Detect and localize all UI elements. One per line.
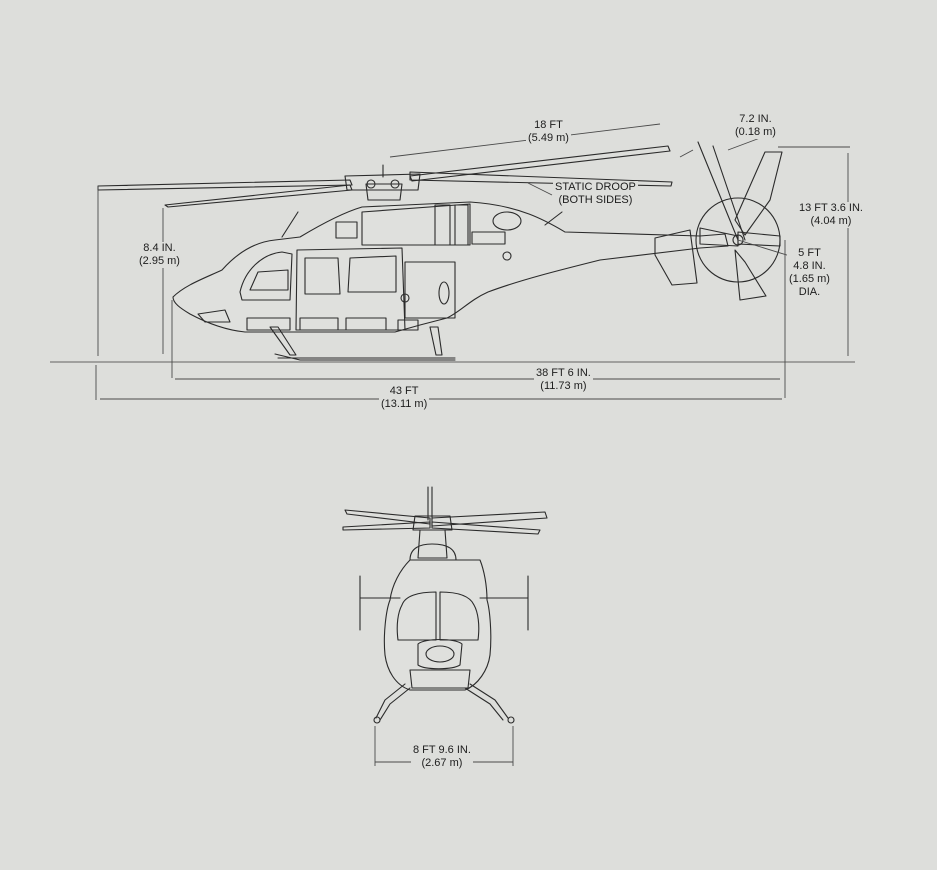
front-skids <box>373 683 515 724</box>
tail-assembly <box>654 141 783 301</box>
overall-height-label: 13 FT 3.6 IN. (4.04 m) <box>797 202 865 228</box>
main-rotor <box>97 145 673 208</box>
front-fuselage <box>383 559 492 691</box>
fuselage-length-label: 38 FT 6 IN. (11.73 m) <box>534 367 593 393</box>
overall-length-label: 43 FT (13.11 m) <box>379 385 430 411</box>
front-rotor <box>342 509 548 535</box>
rotor-span-label: 18 FT (5.49 m) <box>526 119 571 145</box>
tail-clearance-label: 7.2 IN. (0.18 m) <box>733 113 778 139</box>
front-view <box>342 486 548 766</box>
skid-width-label: 8 FT 9.6 IN. (2.67 m) <box>411 744 473 770</box>
landing-skids <box>269 326 456 361</box>
tail-rotor-dia-label: 5 FT 4.8 IN. (1.65 m) DIA. <box>787 247 832 299</box>
fuselage <box>172 201 729 333</box>
side-dimensions <box>95 123 850 400</box>
ground-clearance-label: 8.4 IN. (2.95 m) <box>137 242 182 268</box>
rotor-span-line <box>389 123 661 158</box>
side-view <box>50 123 855 400</box>
static-droop-label: STATIC DROOP (BOTH SIDES) <box>553 181 638 207</box>
